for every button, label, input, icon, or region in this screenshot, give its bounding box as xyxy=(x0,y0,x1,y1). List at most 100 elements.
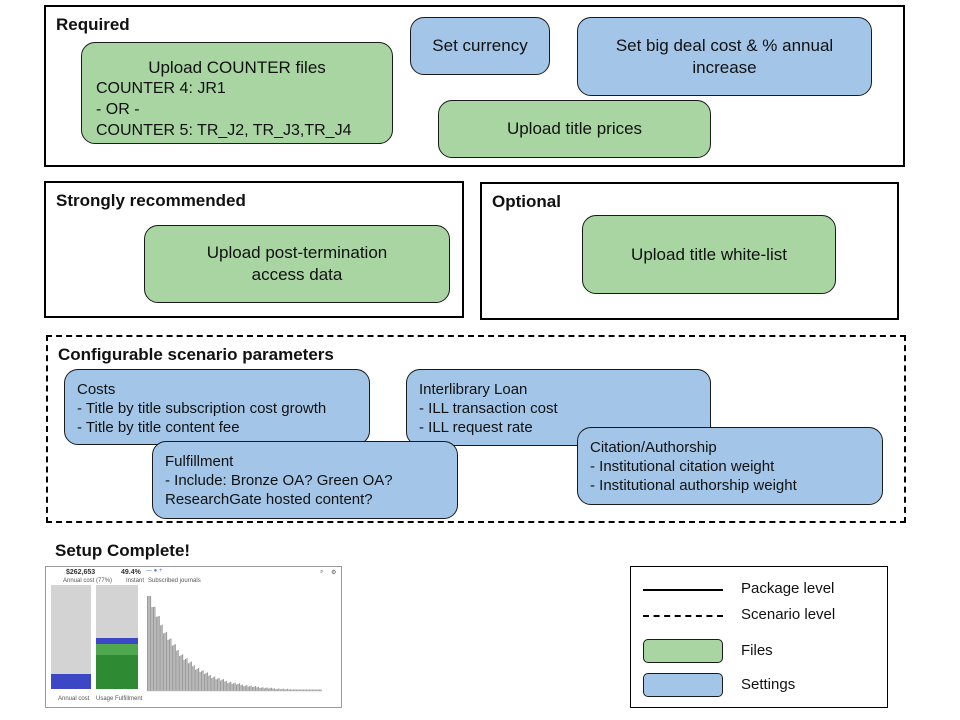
thumb-histogram-bar xyxy=(174,644,176,691)
or-line: - OR - xyxy=(96,101,140,118)
thumb-histogram-bar xyxy=(196,668,198,691)
set-big-deal-cost-box: Set big deal cost & % annual increase xyxy=(577,17,872,96)
thumb-subscribed-label: Subscribed journals xyxy=(148,578,201,584)
thumb-histogram-bar xyxy=(260,687,262,691)
thumb-histogram-bar xyxy=(269,688,271,691)
thumb-histogram-bar xyxy=(294,689,296,691)
ill-item1: - ILL transaction cost xyxy=(419,400,558,417)
thumb-histogram-bar xyxy=(311,689,313,691)
thumb-histogram-bar xyxy=(151,607,153,691)
thumb-histogram-bar xyxy=(291,689,293,691)
thumb-histogram-bar xyxy=(206,672,208,691)
thumb-histogram-bar xyxy=(270,687,273,691)
thumb-histogram-bar xyxy=(292,689,294,691)
legend-row-package: Package level xyxy=(631,577,887,603)
thumb-histogram-bar xyxy=(215,679,217,691)
counter4-line: COUNTER 4: JR1 xyxy=(96,80,226,97)
ill-item2: - ILL request rate xyxy=(419,419,533,436)
citation-item1: - Institutional citation weight xyxy=(590,458,775,475)
thumb-histogram-bar xyxy=(303,689,305,691)
thumb-histogram-bar xyxy=(234,682,236,691)
solid-line-icon xyxy=(643,589,723,591)
thumb-histogram-bar xyxy=(161,624,163,691)
thumb-histogram-bar xyxy=(212,677,214,691)
fulfillment-item2: ResearchGate hosted content? xyxy=(165,491,373,508)
thumb-histogram-bar xyxy=(160,625,162,691)
thumb-fulfillment-label: Instant xyxy=(126,578,145,584)
files-swatch-icon xyxy=(643,639,723,663)
thumb-histogram-bar xyxy=(171,645,173,691)
thumb-histogram-bar xyxy=(253,686,255,691)
upload-post-termination-box: Upload post-termination access data xyxy=(144,225,450,303)
thumb-histogram-bar xyxy=(262,687,264,691)
thumb-histogram-bar xyxy=(278,688,280,691)
thumb-histogram-bar xyxy=(202,670,204,691)
thumb-histogram-bar xyxy=(173,644,175,691)
thumb-histogram-bar xyxy=(307,689,309,691)
thumb-histogram-bar xyxy=(203,674,206,691)
thumb-fulfillment-value: 49.4% xyxy=(121,569,141,576)
thumb-histogram xyxy=(147,595,322,692)
thumb-histogram-bar xyxy=(295,689,297,691)
costs-item1: - Title by title subscription cost growt… xyxy=(77,400,327,417)
thumb-col1 xyxy=(51,585,91,689)
thumb-histogram-bar xyxy=(254,686,257,691)
legend-settings-label: Settings xyxy=(741,676,796,693)
legend-row-settings: Settings xyxy=(631,673,887,699)
thumb-histogram-bar xyxy=(263,688,265,691)
thumb-histogram-bar xyxy=(273,688,276,691)
upload-title-white-list-box: Upload title white-list xyxy=(582,215,836,294)
thumb-histogram-bar xyxy=(192,666,194,691)
post-termination-line1: Upload post-termination xyxy=(206,243,388,262)
thumb-histogram-bar xyxy=(276,688,278,691)
legend-row-files: Files xyxy=(631,639,887,665)
thumb-histogram-bar xyxy=(228,682,230,691)
thumb-histogram-bar xyxy=(281,689,283,691)
thumb-histogram-bar xyxy=(186,658,188,691)
legend-files-label: Files xyxy=(741,642,773,659)
legend-scenario-label: Scenario level xyxy=(741,606,836,623)
thumb-histogram-bar xyxy=(272,688,274,691)
thumb-histogram-bar xyxy=(170,638,172,691)
thumb-histogram-bar xyxy=(237,683,239,691)
thumb-histogram-bar xyxy=(289,689,292,691)
thumb-histogram-bar xyxy=(275,689,277,691)
thumb-histogram-bar xyxy=(282,688,284,691)
thumb-histogram-bar xyxy=(246,685,248,691)
thumb-histogram-bar xyxy=(233,683,235,691)
costs-box: Costs - Title by title subscription cost… xyxy=(64,369,370,445)
optional-title: Optional xyxy=(492,192,561,211)
configurable-title: Configurable scenario parameters xyxy=(58,345,334,364)
thumb-histogram-bar xyxy=(284,689,286,691)
thumb-histogram-bar xyxy=(157,616,159,691)
upload-title-prices-box: Upload title prices xyxy=(438,100,711,158)
thumb-histogram-bar xyxy=(259,688,261,691)
thumb-histogram-bar xyxy=(287,688,289,691)
thumb-histogram-bar xyxy=(224,681,226,691)
thumb-histogram-bar xyxy=(316,689,318,691)
thumb-histogram-bar xyxy=(265,687,267,691)
settings-swatch-icon xyxy=(643,673,723,697)
thumb-histogram-bar xyxy=(235,684,238,691)
thumb-histogram-bar xyxy=(149,595,152,691)
thumb-histogram-bar xyxy=(217,678,219,691)
legend-row-scenario: Scenario level xyxy=(631,603,887,629)
thumb-histogram-bar xyxy=(250,685,252,691)
thumb-col2-blue xyxy=(96,638,138,644)
thumb-histogram-bar xyxy=(298,689,300,691)
thumb-cost-label: Annual cost (77%) xyxy=(63,578,113,584)
costs-item2: - Title by title content fee xyxy=(77,419,240,436)
thumb-histogram-bar xyxy=(243,686,245,691)
thumb-histogram-bar xyxy=(285,689,287,691)
thumb-histogram-bar xyxy=(180,655,182,691)
thumb-cost-value: $262,653 xyxy=(66,569,96,576)
thumb-histogram-bar xyxy=(154,606,156,691)
thumb-histogram-bar xyxy=(305,689,308,691)
thumb-histogram-bar xyxy=(300,689,302,691)
thumb-histogram-bar xyxy=(176,650,178,691)
thumb-histogram-bar xyxy=(200,671,203,691)
thumb-histogram-bar xyxy=(147,596,149,691)
thumb-histogram-bar xyxy=(227,683,229,691)
thumb-histogram-bar xyxy=(179,656,181,691)
thumb-histogram-bar xyxy=(214,676,216,691)
